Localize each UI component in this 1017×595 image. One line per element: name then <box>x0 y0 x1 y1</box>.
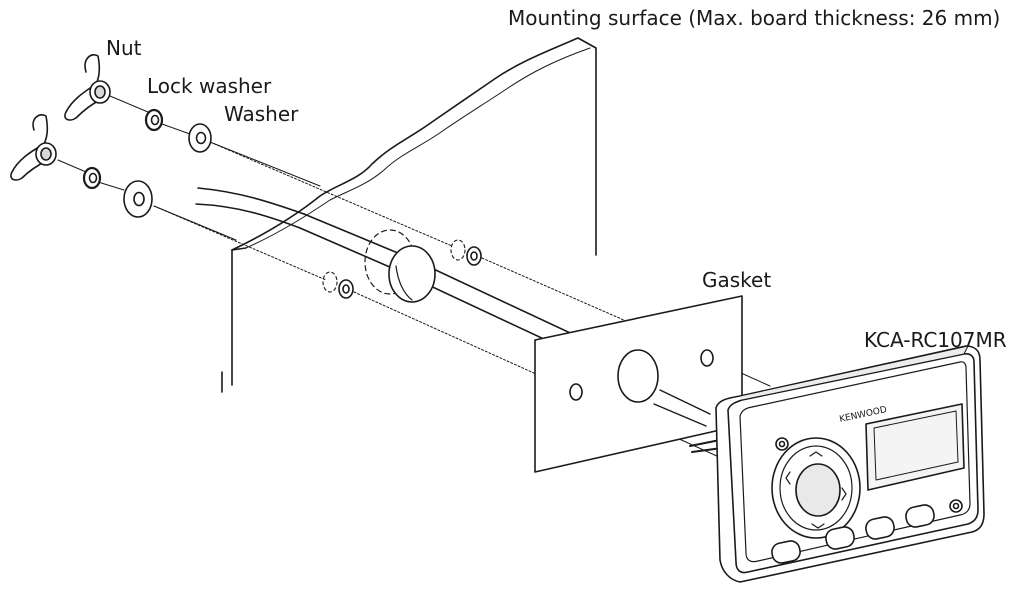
screw-top-left <box>775 437 789 451</box>
lock-washer-label: Lock washer <box>147 74 272 98</box>
screw-right <box>949 499 963 513</box>
gasket-label: Gasket <box>702 268 772 292</box>
wing-nut-lower <box>10 114 57 181</box>
board-hole <box>364 229 436 303</box>
model-label: KCA-RC107MR <box>864 328 1007 352</box>
control-knob <box>771 437 861 539</box>
mounting-board <box>221 37 597 393</box>
wing-nut-upper <box>64 54 111 121</box>
nut-label: Nut <box>106 36 142 60</box>
remote-unit: KENWOOD <box>689 345 985 583</box>
washer-label: Washer <box>224 102 299 126</box>
button-row <box>771 504 935 564</box>
lock-washer-upper <box>144 108 164 132</box>
upper-stud <box>450 239 482 266</box>
lock-washer-lower <box>82 166 102 190</box>
studs <box>322 239 482 299</box>
washer-lower <box>123 180 153 218</box>
lower-stud <box>322 271 354 299</box>
gasket <box>534 295 743 473</box>
mounting-surface-label: Mounting surface (Max. board thickness: … <box>508 6 1001 30</box>
washer-upper <box>188 123 212 153</box>
